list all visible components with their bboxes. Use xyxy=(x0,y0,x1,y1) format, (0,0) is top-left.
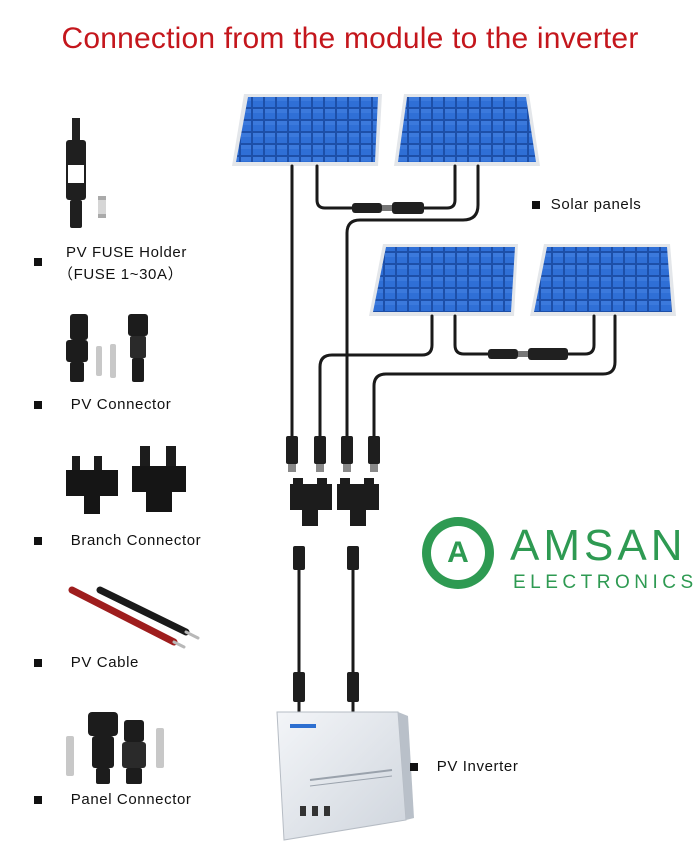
label-pv-connector-text: PV Connector xyxy=(70,396,172,413)
bullet-icon xyxy=(34,796,42,804)
solar-panel-3 xyxy=(369,244,518,316)
label-fuse-holder-line2: （FUSE 1~30A） xyxy=(58,266,184,283)
bullet-icon xyxy=(410,763,418,771)
solar-panel-4 xyxy=(530,244,676,316)
label-solar-panels-text: Solar panels xyxy=(550,196,642,213)
label-fuse-holder: PV FUSE Holder （FUSE 1~30A） xyxy=(34,244,187,284)
label-pv-cable: PV Cable xyxy=(34,654,139,671)
solar-panel-2 xyxy=(394,94,540,166)
label-branch-connector-text: Branch Connector xyxy=(70,532,202,549)
mc4-connectors-row xyxy=(286,436,380,472)
solar-panel-1 xyxy=(232,94,382,166)
pv-cable-image xyxy=(68,586,200,649)
label-panel-connector-text: Panel Connector xyxy=(70,791,192,808)
label-fuse-holder-line1: PV FUSE Holder xyxy=(66,244,187,261)
amsan-logo-mark xyxy=(422,517,494,589)
bullet-icon xyxy=(34,537,42,545)
pv-inverter xyxy=(276,711,414,841)
amsan-logo-letter: A xyxy=(447,536,469,569)
branch-connectors-diagram xyxy=(290,478,379,526)
bullet-icon xyxy=(34,659,42,667)
amsan-logo-wordmark: AMSAN xyxy=(510,521,687,570)
label-pv-connector: PV Connector xyxy=(34,396,171,413)
label-branch-connector: Branch Connector xyxy=(34,532,201,549)
fuse-holder-image xyxy=(66,118,106,228)
pv-connector-image xyxy=(66,314,148,382)
label-pv-inverter: PV Inverter xyxy=(410,758,518,775)
bullet-icon xyxy=(532,201,540,209)
series-connector-bottom xyxy=(488,348,568,360)
panel-connector-image xyxy=(66,712,164,784)
label-solar-panels: Solar panels xyxy=(532,196,641,213)
lower-connectors xyxy=(293,546,359,702)
page-title: Connection from the module to the invert… xyxy=(61,22,639,55)
amsan-logo-tagline: ELECTRONICS xyxy=(513,572,698,593)
label-pv-inverter-text: PV Inverter xyxy=(436,758,519,775)
bullet-icon xyxy=(34,258,42,266)
label-panel-connector: Panel Connector xyxy=(34,791,192,808)
bullet-icon xyxy=(34,401,42,409)
pv-cables xyxy=(290,164,617,722)
series-connector-top xyxy=(352,202,424,214)
branch-connector-image xyxy=(66,446,186,514)
label-pv-cable-text: PV Cable xyxy=(70,654,139,671)
